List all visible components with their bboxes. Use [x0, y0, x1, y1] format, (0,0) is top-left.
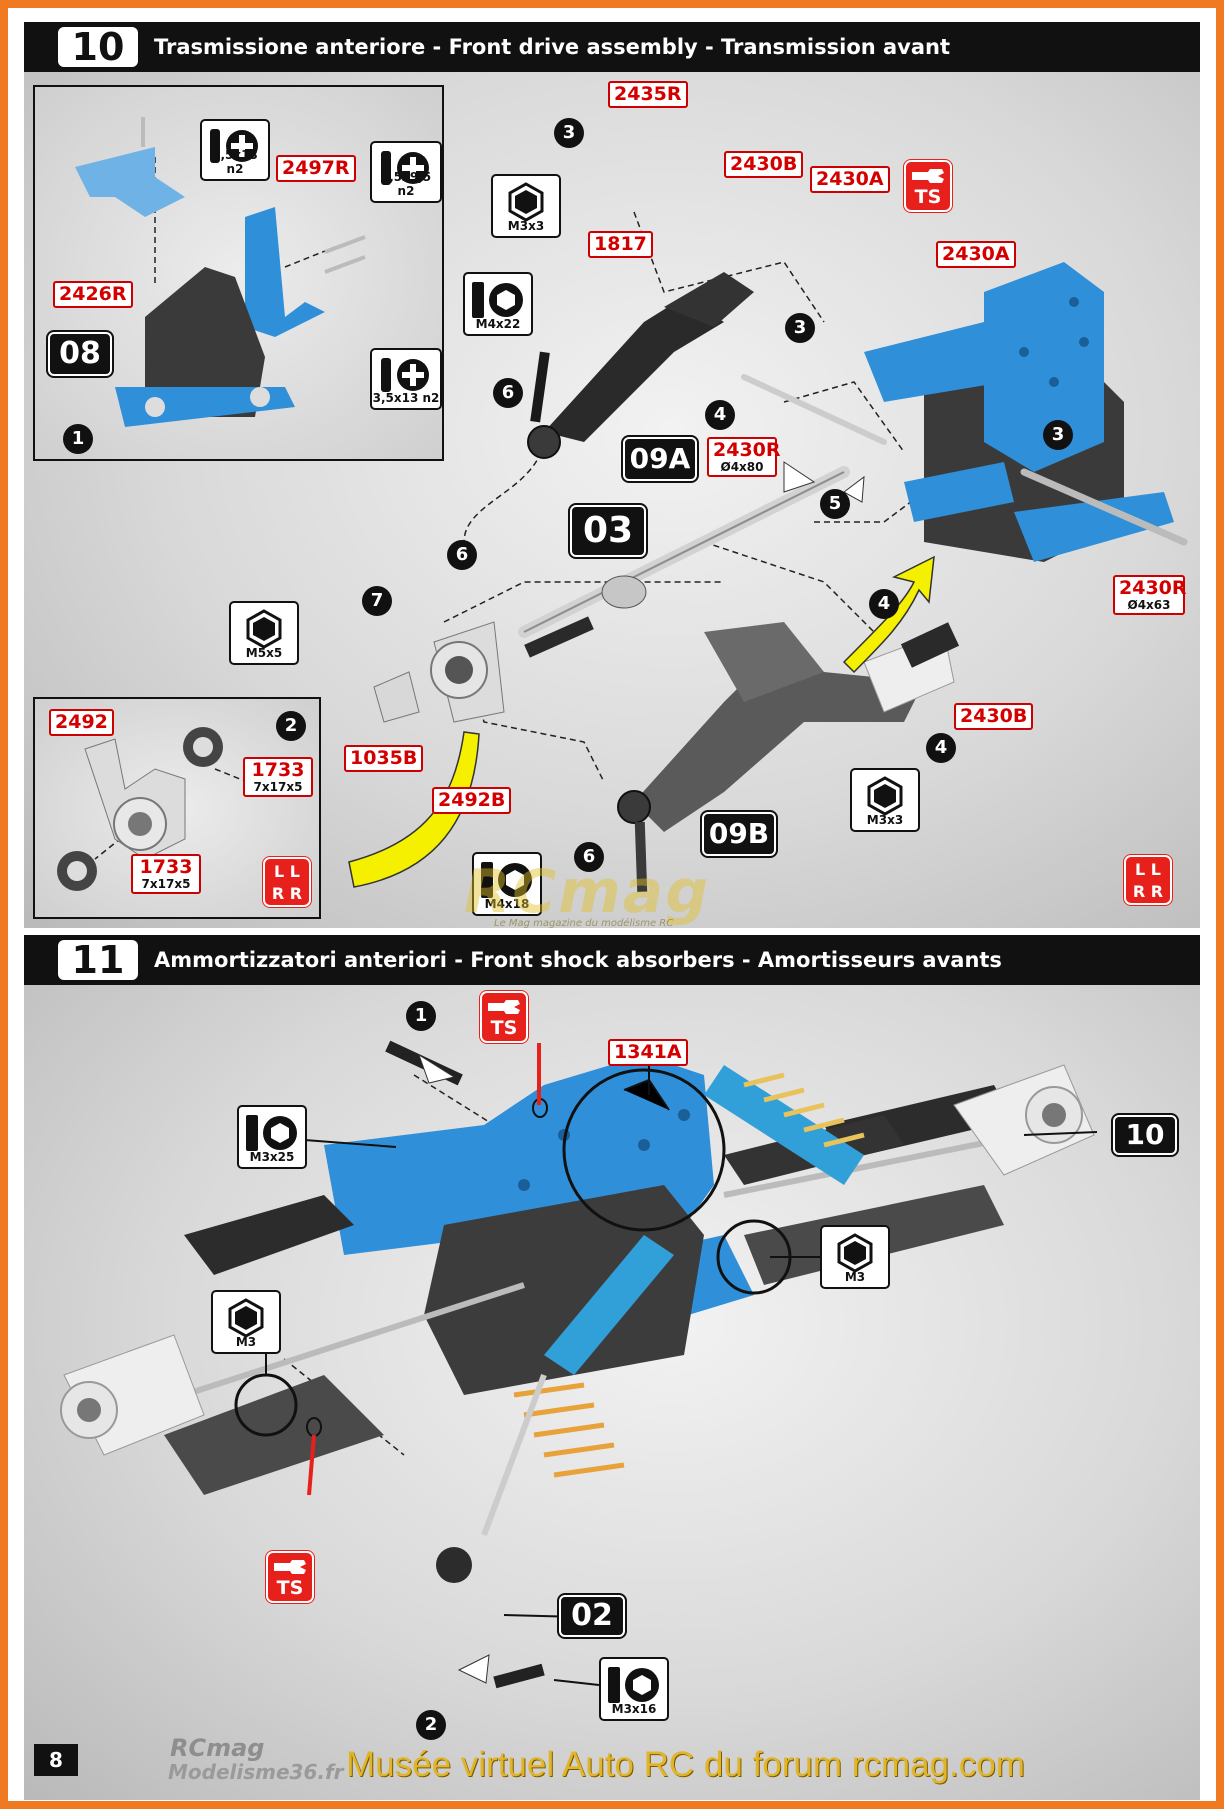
step-11-title: Ammortizzatori anteriori - Front shock a… — [154, 948, 1002, 972]
inset-2-illustration — [57, 727, 266, 891]
socket-head-bolt-icon — [481, 862, 532, 898]
bolt-m3x25-callout: M3x25 — [237, 1105, 307, 1169]
screw-3-5x13-bottom-callout: 3,5x13 n2 — [370, 348, 442, 410]
countersunk-phillips-screw-icon — [381, 151, 429, 185]
socket-head-bolt-icon — [608, 1667, 659, 1703]
wrench-icon — [912, 169, 944, 183]
socket-head-bolt-icon — [472, 282, 523, 318]
inset-1-subassembly: 1 08 2497R 2426R 3,5x13 n2 3,5x9,5 n2 3,… — [33, 85, 444, 461]
modelisme36-watermark: Modelisme36.fr — [168, 1760, 344, 1784]
rcmag-footer-watermark: RCmag — [170, 1734, 265, 1762]
hex-nut-icon — [837, 1233, 873, 1273]
screw-3-5x9-5-callout: 3,5x9,5 n2 — [370, 141, 442, 203]
step-6-badge: 6 — [574, 842, 604, 872]
bolt-m4x22-callout: M4x22 — [463, 272, 533, 336]
part-2430B-bottom-label: 2430B — [954, 703, 1034, 730]
part-2435R-label: 2435R — [608, 81, 688, 108]
step-3-badge: 3 — [1043, 420, 1073, 450]
step-3-badge: 3 — [785, 313, 815, 343]
step-6-badge: 6 — [493, 378, 523, 408]
ref-09A-badge: 09A — [623, 437, 697, 481]
screw-size-label: 3,5x9,5 n2 — [380, 170, 432, 198]
wrench-icon — [488, 1000, 520, 1014]
ref-09B-badge: 09B — [702, 812, 776, 856]
part-2426R-label: 2426R — [53, 281, 133, 308]
step-3-badge: 3 — [554, 118, 584, 148]
step-4-badge: 4 — [926, 733, 956, 763]
part-2492-label: 2492 — [49, 709, 114, 736]
nut-m3-left-callout: M3 — [211, 1290, 281, 1354]
part-2497R-label: 2497R — [276, 155, 356, 182]
left-right-badge: L L R R — [1124, 855, 1172, 905]
nut-m5x5-callout: M5x5 — [229, 601, 299, 665]
wrench-icon — [274, 1560, 306, 1574]
step-10-title: Trasmissione anteriore - Front drive ass… — [154, 35, 951, 59]
part-2430A-top-label: 2430A — [810, 166, 890, 193]
thread-lock-badge: TS — [904, 160, 952, 212]
countersunk-phillips-screw-icon — [210, 129, 258, 163]
part-1341A-label: 1341A — [608, 1039, 688, 1066]
inset-1-illustration — [75, 117, 366, 427]
museum-watermark: Musée virtuel Auto RC du forum rcmag.com — [346, 1745, 1025, 1784]
ref-10-badge: 10 — [1113, 1115, 1177, 1155]
ref-08-badge: 08 — [48, 332, 112, 376]
ref-03-badge: 03 — [570, 505, 646, 557]
part-1817-label: 1817 — [588, 231, 653, 258]
inset-2-step-badge: 2 — [276, 711, 306, 741]
hex-nut-icon — [867, 776, 903, 816]
rcmag-watermark: RCmag — [464, 857, 711, 927]
thread-lock-badge-bottom: TS — [266, 1551, 314, 1603]
bolt-m3x16-callout: M3x16 — [599, 1657, 669, 1721]
step-11-panel: 11 Ammortizzatori anteriori - Front shoc… — [24, 935, 1200, 1800]
step-4-badge: 4 — [869, 589, 899, 619]
hex-nut-icon — [246, 609, 282, 649]
part-2492B-label: 2492B — [432, 787, 512, 814]
bolt-m4x18-callout: M4x18 — [472, 852, 542, 916]
page-number: 8 — [34, 1744, 78, 1776]
inset-1-step-badge: 1 — [63, 424, 93, 454]
part-1035B-label: 1035B — [344, 745, 424, 772]
ref-02-badge: 02 — [559, 1595, 625, 1637]
countersunk-phillips-screw-icon — [381, 358, 429, 392]
step-11-header: 11 Ammortizzatori anteriori - Front shoc… — [24, 935, 1200, 985]
step-7-badge: 7 — [362, 586, 392, 616]
screw-size-label: 3,5x13 n2 — [212, 148, 258, 176]
socket-head-bolt-icon — [246, 1115, 297, 1151]
step-6-badge: 6 — [447, 540, 477, 570]
nut-m3-right-callout: M3 — [820, 1225, 890, 1289]
step-2-badge: 2 — [416, 1710, 446, 1740]
screw-size-label: 3,5x13 n2 — [372, 391, 440, 405]
step-10-number: 10 — [58, 27, 138, 67]
front-drive-assembly-illustration — [190, 211, 1188, 893]
nut-m3x3-top-callout: M3x3 — [491, 174, 561, 238]
step-5-badge: 5 — [820, 489, 850, 519]
screw-3-5x13-top-callout: 3,5x13 n2 — [200, 119, 270, 181]
step-4-badge: 4 — [705, 400, 735, 430]
hex-nut-icon — [228, 1298, 264, 1338]
thread-lock-badge-top: TS — [480, 991, 528, 1043]
step-10-panel: 10 Trasmissione anteriore - Front drive … — [24, 22, 1200, 928]
step-1-badge: 1 — [406, 1001, 436, 1031]
rcmag-watermark-tagline: Le Mag magazine du modélisme RC — [494, 918, 674, 928]
step-11-number: 11 — [58, 940, 138, 980]
left-right-badge-inset: L L R R — [263, 857, 311, 907]
part-2430A-mid-label: 2430A — [936, 241, 1016, 268]
step-10-header: 10 Trasmissione anteriore - Front drive … — [24, 22, 1200, 72]
hex-nut-icon — [508, 182, 544, 222]
part-2430B-top-label: 2430B — [724, 151, 804, 178]
nut-m3x3-bottom-callout: M3x3 — [850, 768, 920, 832]
